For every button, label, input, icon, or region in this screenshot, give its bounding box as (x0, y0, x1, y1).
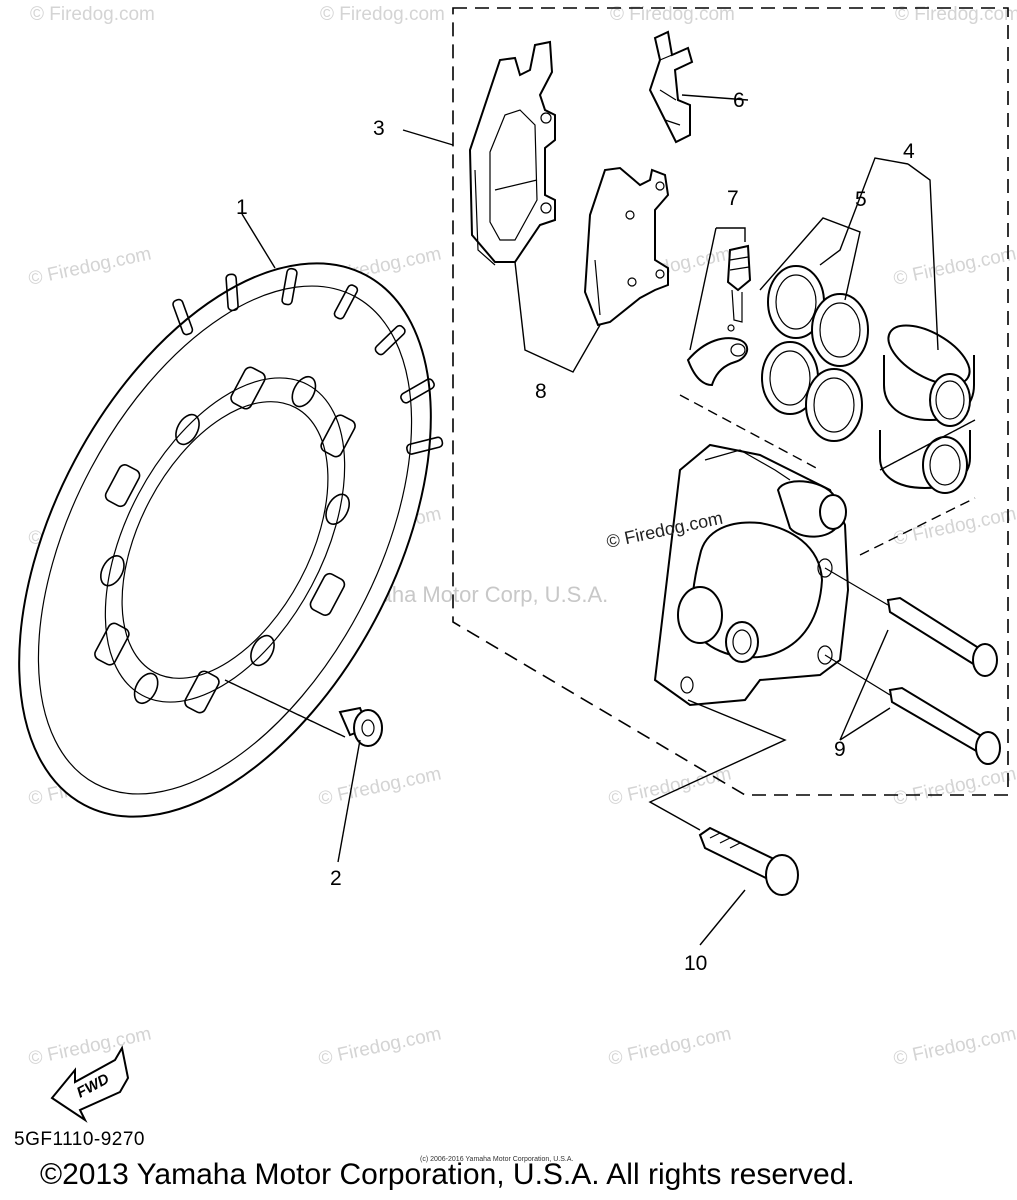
part-code: 5GF1110-9270 (14, 1129, 145, 1150)
bleed-screw-cap (686, 337, 749, 387)
callout-7: 7 (727, 187, 739, 210)
caliper-pistons (879, 324, 975, 494)
watermark-text: © Firedog.com (892, 243, 1017, 290)
slide-pins (824, 567, 1001, 765)
watermark-text: © Firedog.com (27, 1023, 154, 1070)
leader-lines (241, 94, 976, 946)
callout-4: 4 (903, 140, 915, 163)
watermark-text: © Firedog.com (892, 1023, 1017, 1070)
caliper-assembly-boundary (452, 7, 1009, 796)
brake-pad-inner (583, 166, 670, 327)
watermark-text: © Firedog.com (30, 4, 155, 25)
watermark-text: © Firedog.com (607, 763, 734, 810)
caliper-body: © Firedog.com (605, 443, 850, 707)
bleed-screw (726, 244, 752, 332)
callout-10: 10 (684, 952, 707, 975)
callout-1: 1 (236, 196, 248, 219)
brake-disc (18, 262, 444, 818)
watermark-text: © Firedog.com (27, 243, 154, 290)
callout-2: 2 (330, 867, 342, 890)
copyright-notice: ©2013 Yamaha Motor Corporation, U.S.A. A… (40, 1158, 855, 1191)
watermark-text: © Firedog.com (317, 1023, 444, 1070)
disc-bolt (224, 679, 383, 747)
callout-3: 3 (373, 117, 385, 140)
forward-direction-arrow: FWD (50, 1045, 130, 1123)
callout-8: 8 (535, 380, 547, 403)
watermark-text: © Firedog.com (895, 4, 1017, 25)
piston-seals (761, 265, 869, 442)
callout-9: 9 (834, 738, 846, 761)
tiny-copyright: (c) 2006-2016 Yamaha Motor Corporation, … (420, 1156, 574, 1163)
watermark-text: © Firedog.com (610, 4, 735, 25)
callout-6: 6 (733, 89, 745, 112)
watermark-text: © Firedog.com (317, 763, 444, 810)
callout-labels: 1 2 3 4 5 6 7 8 9 10 (236, 89, 915, 975)
watermark-text: © Firedog.com (320, 4, 445, 25)
watermark-text: © Firedog.com (607, 1023, 734, 1070)
callout-5: 5 (855, 188, 867, 211)
brake-pad-outer (468, 40, 556, 266)
caliper-bolt (698, 826, 799, 896)
watermark-text: © Firedog.com (892, 763, 1017, 810)
pad-spring (648, 30, 694, 144)
watermark-text: © Firedog.com (892, 503, 1017, 550)
